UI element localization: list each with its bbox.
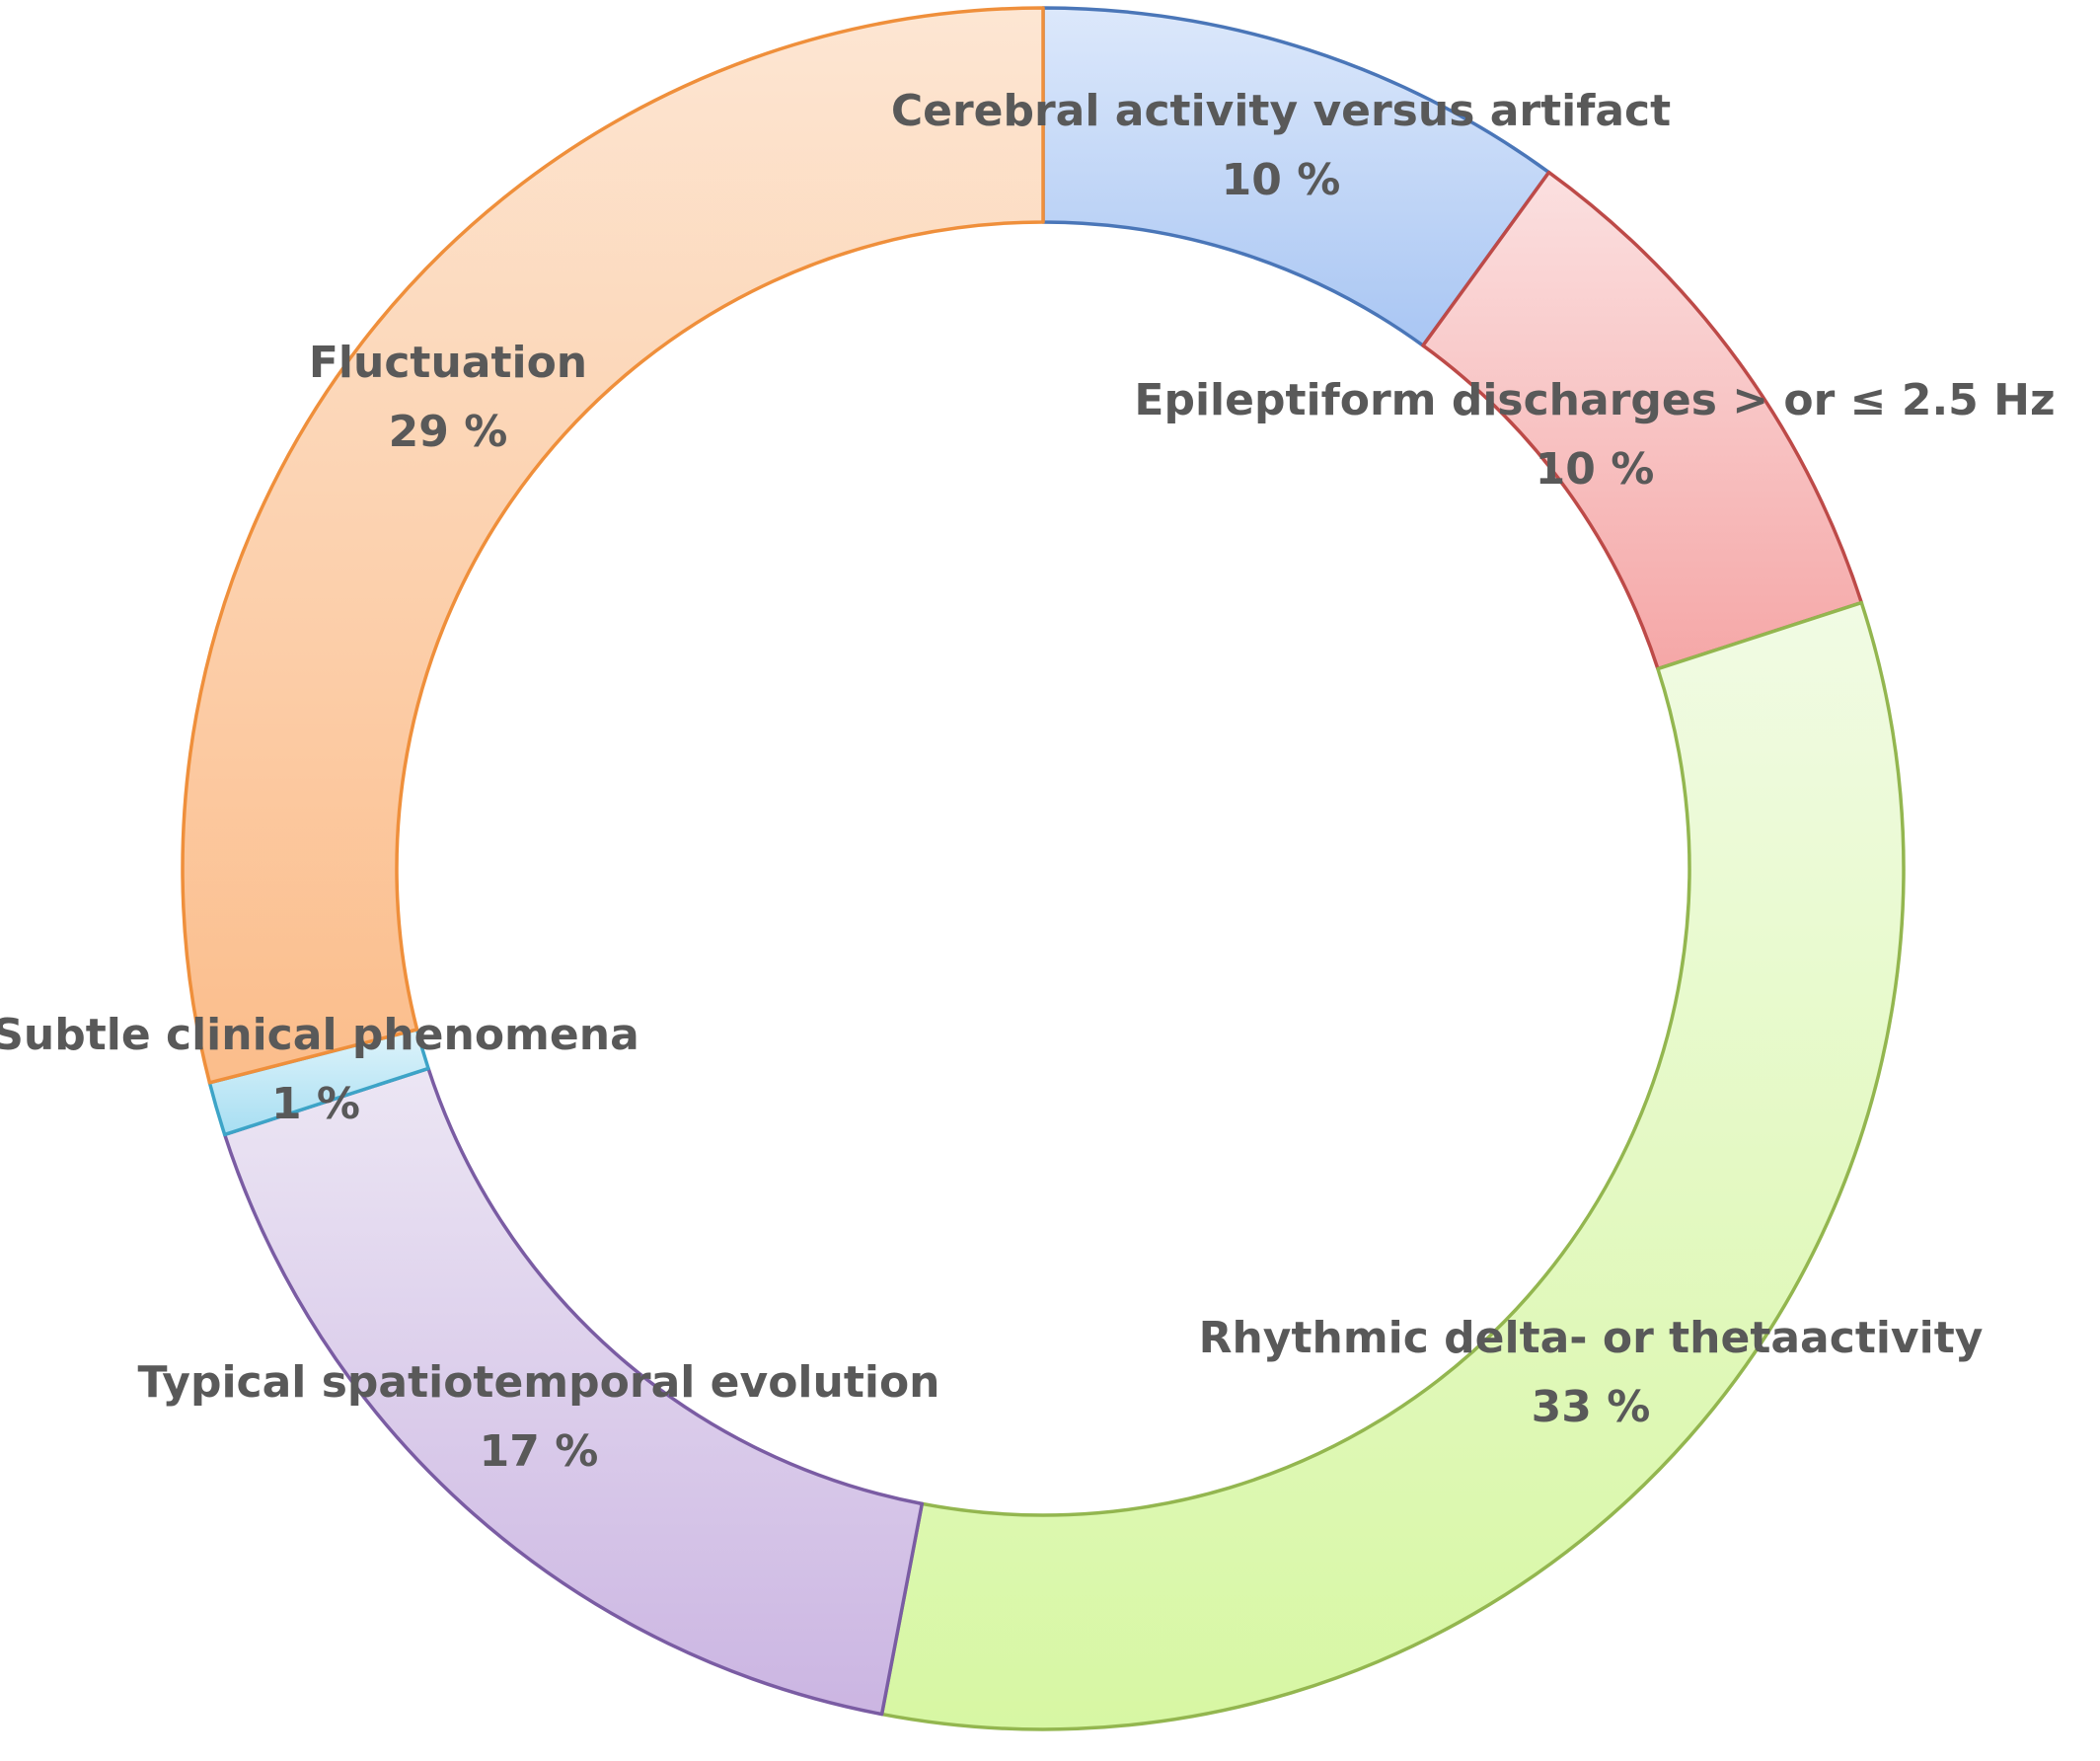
slice-label-4: Typical spatiotemporal evolution	[137, 1357, 939, 1408]
slice-label-1: Cerebral activity versus artifact	[891, 86, 1671, 136]
slice-label-3: Rhythmic delta- or thetaactivity	[1199, 1313, 1984, 1363]
slice-value-5: 1 %	[271, 1079, 360, 1129]
slice-label-2: Epileptiform discharges > or ≤ 2.5 Hz	[1134, 375, 2055, 425]
slice-value-4: 17 %	[480, 1426, 599, 1477]
slice-value-2: 10 %	[1536, 444, 1655, 495]
slice-label-6: Fluctuation	[309, 338, 587, 388]
slice-value-6: 29 %	[389, 407, 508, 457]
donut-slices	[181, 6, 1906, 1731]
slice-value-3: 33 %	[1532, 1382, 1651, 1432]
donut-slice-6	[181, 6, 1045, 1085]
donut-slice-4	[222, 1066, 925, 1717]
donut-slice-3	[879, 600, 1906, 1731]
slice-labels: Cerebral activity versus artifact 10 % Epi…	[0, 86, 2056, 1477]
slice-label-5: Subtle clinical phenomena	[0, 1010, 639, 1060]
slice-value-1: 10 %	[1222, 155, 1341, 205]
